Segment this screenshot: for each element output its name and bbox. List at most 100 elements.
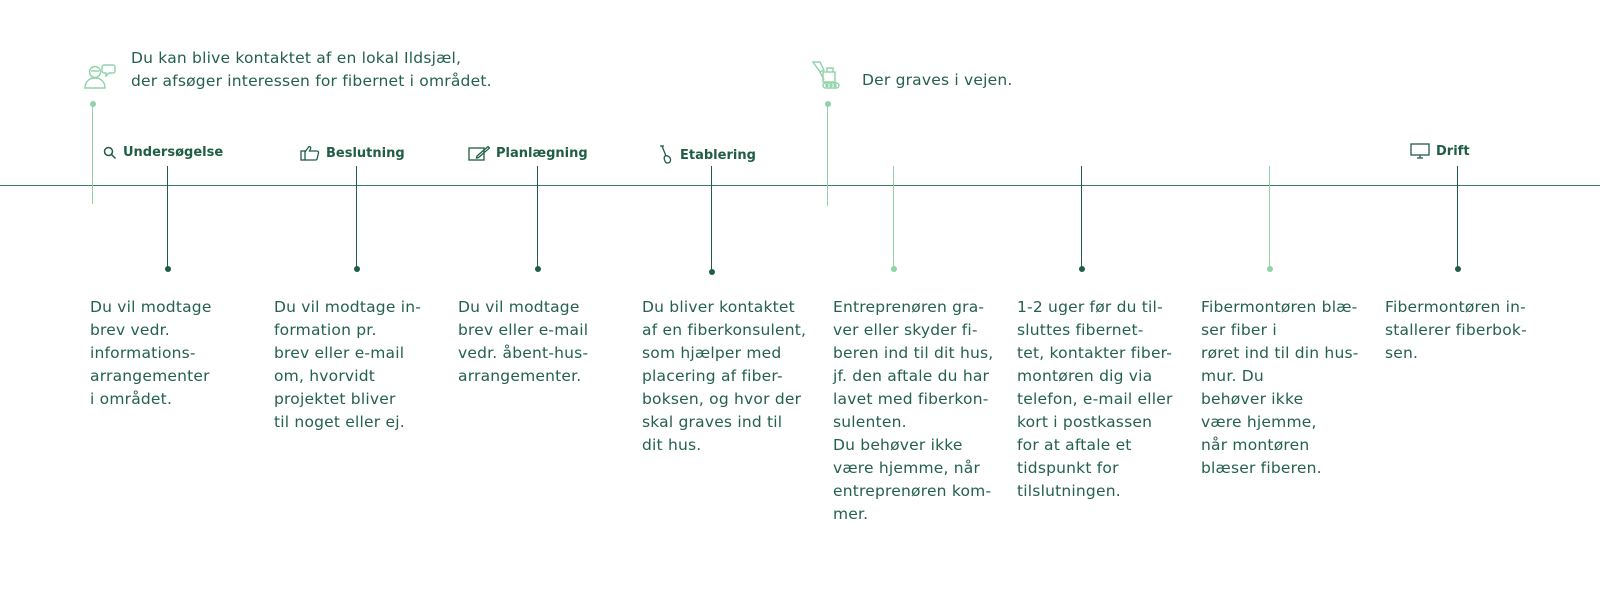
description-line: vedr. åbent-hus- — [458, 344, 589, 362]
description-line: tidspunkt for — [1017, 459, 1119, 477]
pencil-note-icon — [468, 145, 490, 161]
step-description: 1-2 uger før du til- sluttes fibernet- t… — [1017, 296, 1173, 503]
connector-dot — [891, 266, 897, 272]
description-line: Du behøver ikke — [833, 436, 963, 454]
connector-line — [356, 166, 357, 268]
description-line: som hjælper med — [642, 344, 782, 362]
description-line: lavet med fiberkon- — [833, 390, 989, 408]
step-description: Fibermontøren blæ- ser fiber i røret ind… — [1201, 296, 1359, 480]
thumbs-up-icon — [300, 145, 320, 161]
description-line: når montøren — [1201, 436, 1310, 454]
shovel-icon — [658, 145, 674, 165]
marker-dot-top — [90, 101, 96, 107]
description-line: i området. — [90, 390, 173, 408]
description-line: 1-2 uger før du til- — [1017, 298, 1163, 316]
description-line: mer. — [833, 505, 869, 523]
connector-dot — [1267, 266, 1273, 272]
marker-line — [92, 104, 93, 204]
description-line: for at aftale et — [1017, 436, 1132, 454]
monitor-icon — [1410, 143, 1430, 159]
connector-line — [1269, 166, 1270, 268]
description-line: ser fiber i — [1201, 321, 1277, 339]
phase-label: Beslutning — [326, 145, 405, 161]
description-line: tet, kontakter fiber- — [1017, 344, 1173, 362]
description-line: brev eller e-mail — [274, 344, 405, 362]
description-line: projektet bliver — [274, 390, 396, 408]
phase-beslutning: Beslutning — [300, 145, 405, 161]
connector-dot — [1455, 266, 1461, 272]
description-line: boksen, og hvor der — [642, 390, 802, 408]
description-line: være hjemme, — [1201, 413, 1317, 431]
description-line: være hjemme, når — [833, 459, 981, 477]
description-line: ver eller skyder fi- — [833, 321, 978, 339]
phase-undersoegelse: Undersøgelse — [103, 145, 223, 160]
phase-drift: Drift — [1410, 143, 1470, 159]
description-line: til noget eller ej. — [274, 413, 405, 431]
top-note-line: Der graves i vejen. — [862, 71, 1013, 89]
description-line: formation pr. — [274, 321, 377, 339]
step-description: Du bliver kontaktet af en fiberkonsulent… — [642, 296, 806, 457]
description-line: Entreprenøren gra- — [833, 298, 985, 316]
person-speech-icon — [82, 62, 116, 94]
connector-line — [1081, 166, 1082, 268]
top-note-ildsjael: Du kan blive kontaktet af en lokal Ildsj… — [131, 47, 492, 93]
description-line: Du bliver kontaktet — [642, 298, 795, 316]
description-line: informations- — [90, 344, 196, 362]
phase-etablering: Etablering — [658, 145, 756, 165]
connector-line — [537, 166, 538, 268]
description-line: behøver ikke — [1201, 390, 1304, 408]
step-description: Du vil modtage brev vedr. informations- … — [90, 296, 212, 411]
phase-planlaegning: Planlægning — [468, 145, 588, 161]
connector-dot — [1079, 266, 1085, 272]
phase-label: Drift — [1436, 143, 1470, 159]
description-line: jf. den aftale du har — [833, 367, 990, 385]
phase-label: Undersøgelse — [123, 145, 224, 160]
description-line: Du vil modtage — [90, 298, 212, 316]
description-line: røret ind til din hus- — [1201, 344, 1359, 362]
connector-line — [711, 166, 712, 271]
description-line: brev vedr. — [90, 321, 170, 339]
description-line: Fibermontøren blæ- — [1201, 298, 1358, 316]
description-line: entreprenøren kom- — [833, 482, 992, 500]
connector-dot — [709, 269, 715, 275]
top-note-line: Du kan blive kontaktet af en lokal Ildsj… — [131, 49, 462, 67]
description-line: sulenten. — [833, 413, 907, 431]
timeline-axis — [0, 185, 1600, 186]
top-note-line: der afsøger interessen for fibernet i om… — [131, 72, 492, 90]
description-line: montøren dig via — [1017, 367, 1153, 385]
description-line: Du vil modtage — [458, 298, 580, 316]
description-line: dit hus. — [642, 436, 702, 454]
description-line: telefon, e-mail eller — [1017, 390, 1173, 408]
phase-label: Etablering — [680, 147, 756, 163]
connector-line — [167, 166, 168, 268]
description-line: mur. Du — [1201, 367, 1264, 385]
step-description: Entreprenøren gra- ver eller skyder fi- … — [833, 296, 993, 526]
marker-dot-top — [825, 101, 831, 107]
description-line: Du vil modtage in- — [274, 298, 422, 316]
description-line: arrangementer — [90, 367, 210, 385]
top-note-graves: Der graves i vejen. — [862, 69, 1013, 92]
connector-line — [893, 166, 894, 268]
description-line: Fibermontøren in- — [1385, 298, 1526, 316]
search-icon — [103, 146, 117, 160]
description-line: blæser fiberen. — [1201, 459, 1322, 477]
description-line: af en fiberkonsulent, — [642, 321, 807, 339]
step-description: Fibermontøren in- stallerer fiberbok- se… — [1385, 296, 1527, 365]
description-line: brev eller e-mail — [458, 321, 589, 339]
connector-dot — [354, 266, 360, 272]
connector-dot — [165, 266, 171, 272]
step-description: Du vil modtage brev eller e-mail vedr. å… — [458, 296, 588, 388]
description-line: stallerer fiberbok- — [1385, 321, 1527, 339]
description-line: placering af fiber- — [642, 367, 783, 385]
connector-line — [1457, 166, 1458, 268]
description-line: om, hvorvidt — [274, 367, 376, 385]
connector-dot — [535, 266, 541, 272]
description-line: skal graves ind til — [642, 413, 783, 431]
description-line: tilslutningen. — [1017, 482, 1121, 500]
description-line: beren ind til dit hus, — [833, 344, 994, 362]
phase-label: Planlægning — [496, 145, 588, 161]
description-line: sluttes fibernet- — [1017, 321, 1144, 339]
description-line: kort i postkassen — [1017, 413, 1153, 431]
description-line: sen. — [1385, 344, 1419, 362]
description-line: arrangementer. — [458, 367, 582, 385]
